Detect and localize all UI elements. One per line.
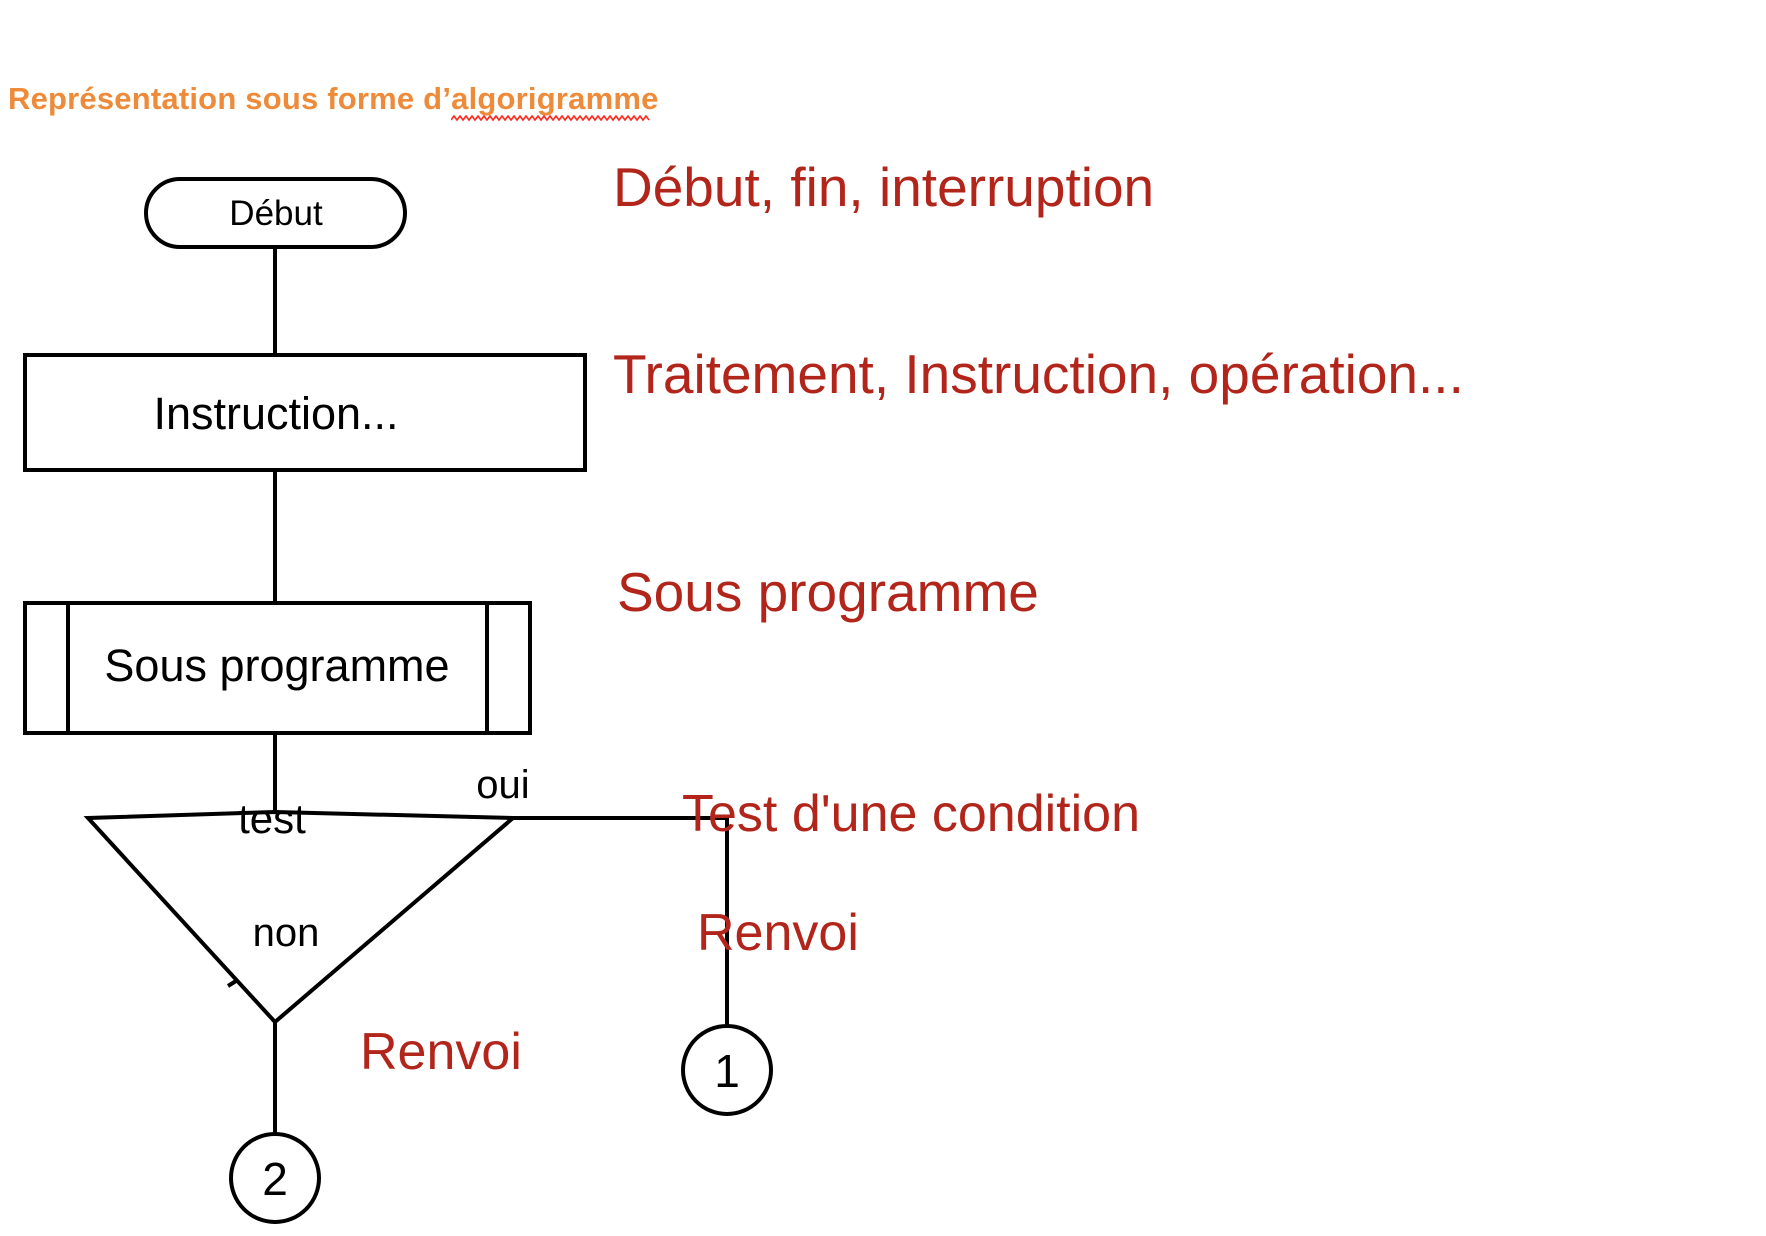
connector2-label: 2 (262, 1153, 288, 1205)
start-shape (144, 177, 407, 249)
legend-label-start-end: Début, fin, interruption (613, 156, 1155, 218)
edge-label-non: non (253, 911, 320, 955)
page-title: Représentation sous forme d’algorigramme (8, 79, 1108, 127)
page-title-text: Représentation sous forme d’algorigramme (8, 79, 659, 122)
subprogram-shape (23, 601, 532, 735)
legend-label-subprogram: Sous programme (617, 561, 1039, 623)
node-start[interactable]: Début (144, 177, 407, 249)
node-test[interactable]: test (83, 795, 519, 1025)
test-shape (83, 809, 519, 1025)
subprogram-label: Sous programme (104, 640, 449, 691)
connector1-shape (681, 1024, 773, 1116)
page-title-prefix: Représentation sous forme d’ (8, 81, 452, 116)
edge-label-oui: oui (476, 763, 529, 807)
connector1-label: 1 (714, 1045, 740, 1097)
process-label: Instruction... (153, 388, 398, 439)
process-shape (23, 353, 587, 472)
misspelled-word: algorigramme (451, 81, 659, 116)
legend-label-test-condition: Test d'une condition (682, 785, 1141, 843)
node-process[interactable]: Instruction... (23, 353, 587, 472)
connector2-shape (229, 1132, 321, 1224)
connector-test-yes-to-connector1 (513, 816, 729, 1025)
legend-label-renvoi-1: Renvoi (697, 904, 859, 962)
flowchart-diagram: Début Instruction... Sous programme test… (23, 177, 773, 1224)
misspelled-word-wrapper: algorigramme (451, 79, 659, 122)
start-label: Début (229, 194, 323, 233)
node-connector-2[interactable]: 2 (229, 1132, 321, 1224)
node-subprogram[interactable]: Sous programme (23, 601, 532, 735)
legend-label-process: Traitement, Instruction, opération... (613, 343, 1464, 405)
test-label: test (238, 795, 306, 842)
legend-label-renvoi-2: Renvoi (360, 1023, 522, 1081)
node-connector-1[interactable]: 1 (681, 1024, 773, 1116)
spellcheck-squiggle-icon (451, 115, 650, 122)
